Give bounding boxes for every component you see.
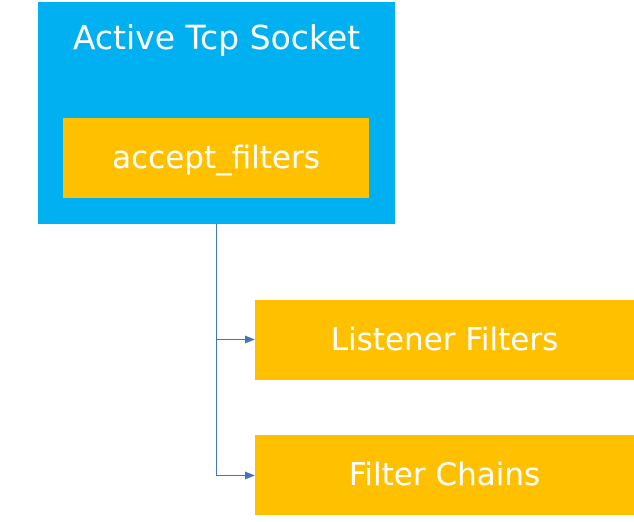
filter-chains-label: Filter Chains xyxy=(348,457,541,493)
accept-filters-node: accept_filters xyxy=(63,118,369,198)
filter-chains-node: Filter Chains xyxy=(255,435,634,515)
active-tcp-socket-label: Active Tcp Socket xyxy=(72,18,361,57)
accept-filters-label: accept_filters xyxy=(112,140,320,176)
active-tcp-socket-node: Active Tcp Socket accept_filters xyxy=(38,2,395,224)
listener-filters-node: Listener Filters xyxy=(255,300,634,380)
listener-filters-label: Listener Filters xyxy=(330,322,559,358)
